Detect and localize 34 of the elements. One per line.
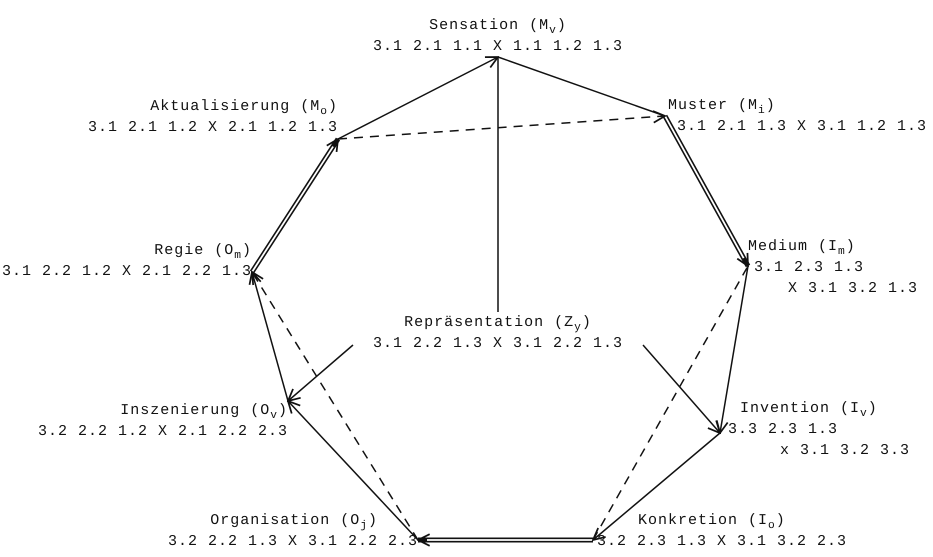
arrow	[592, 432, 720, 541]
arrow	[287, 400, 419, 541]
dashed-arrow	[251, 271, 419, 540]
sign-formula: 3.1 2.1 1.2 X 2.1 1.2 1.3	[88, 118, 338, 138]
sign-formula: X 3.1 3.2 1.3	[788, 279, 918, 299]
concept-label: Regie (O$_{m}$)	[154, 241, 252, 261]
sign-formula: 3.1 2.3 1.3	[754, 258, 864, 278]
dashed-arrow	[338, 110, 666, 140]
sign-formula: 3.2 2.3 1.3 X 3.1 3.2 2.3	[597, 532, 848, 552]
sign-formula: 3.3 2.3 1.3	[728, 420, 838, 440]
arrow	[248, 271, 289, 402]
concept-label: Invention (I$_{v}$)	[740, 399, 878, 419]
sign-formula: 3.1 2.1 1.1 X 1.1 1.2 1.3	[372, 37, 624, 57]
double-line-arrow	[250, 138, 340, 274]
arrow	[715, 266, 749, 434]
concept-label: Medium (I$_{m}$)	[748, 237, 856, 257]
sign-formula: 3.1 2.2 1.3 X 3.1 2.2 1.3	[372, 334, 624, 354]
concept-label: Repräsentation (Z$_{y}$)	[404, 313, 592, 333]
double-line-arrow	[417, 533, 593, 547]
double-line-arrow	[662, 114, 750, 268]
concept-label: Inszenierung (O$_{v}$)	[120, 401, 288, 421]
concept-label: Aktualisierung (M$_{o}$)	[150, 97, 338, 117]
arrow	[338, 56, 499, 140]
concept-label: Organisation (O$_{j}$)	[210, 511, 378, 531]
concept-label: Muster (M$_{i}$)	[668, 96, 776, 116]
sign-formula: 3.1 2.2 1.2 X 2.1 2.2 1.3	[2, 262, 252, 282]
concept-label: Konkretion (I$_{o}$)	[638, 511, 786, 531]
sign-formula: 3.2 2.2 1.2 X 2.1 2.2 2.3	[38, 422, 288, 442]
sign-formula: 3.1 2.1 1.3 X 3.1 1.2 1.3	[677, 117, 928, 137]
arrow	[287, 344, 354, 402]
sign-formula: x 3.1 3.2 3.3	[780, 441, 910, 461]
arrow	[642, 344, 721, 434]
concept-label: Sensation (M$_{v}$)	[429, 16, 567, 36]
sign-formula: 3.2 2.2 1.3 X 3.1 2.2 2.3	[168, 532, 418, 552]
